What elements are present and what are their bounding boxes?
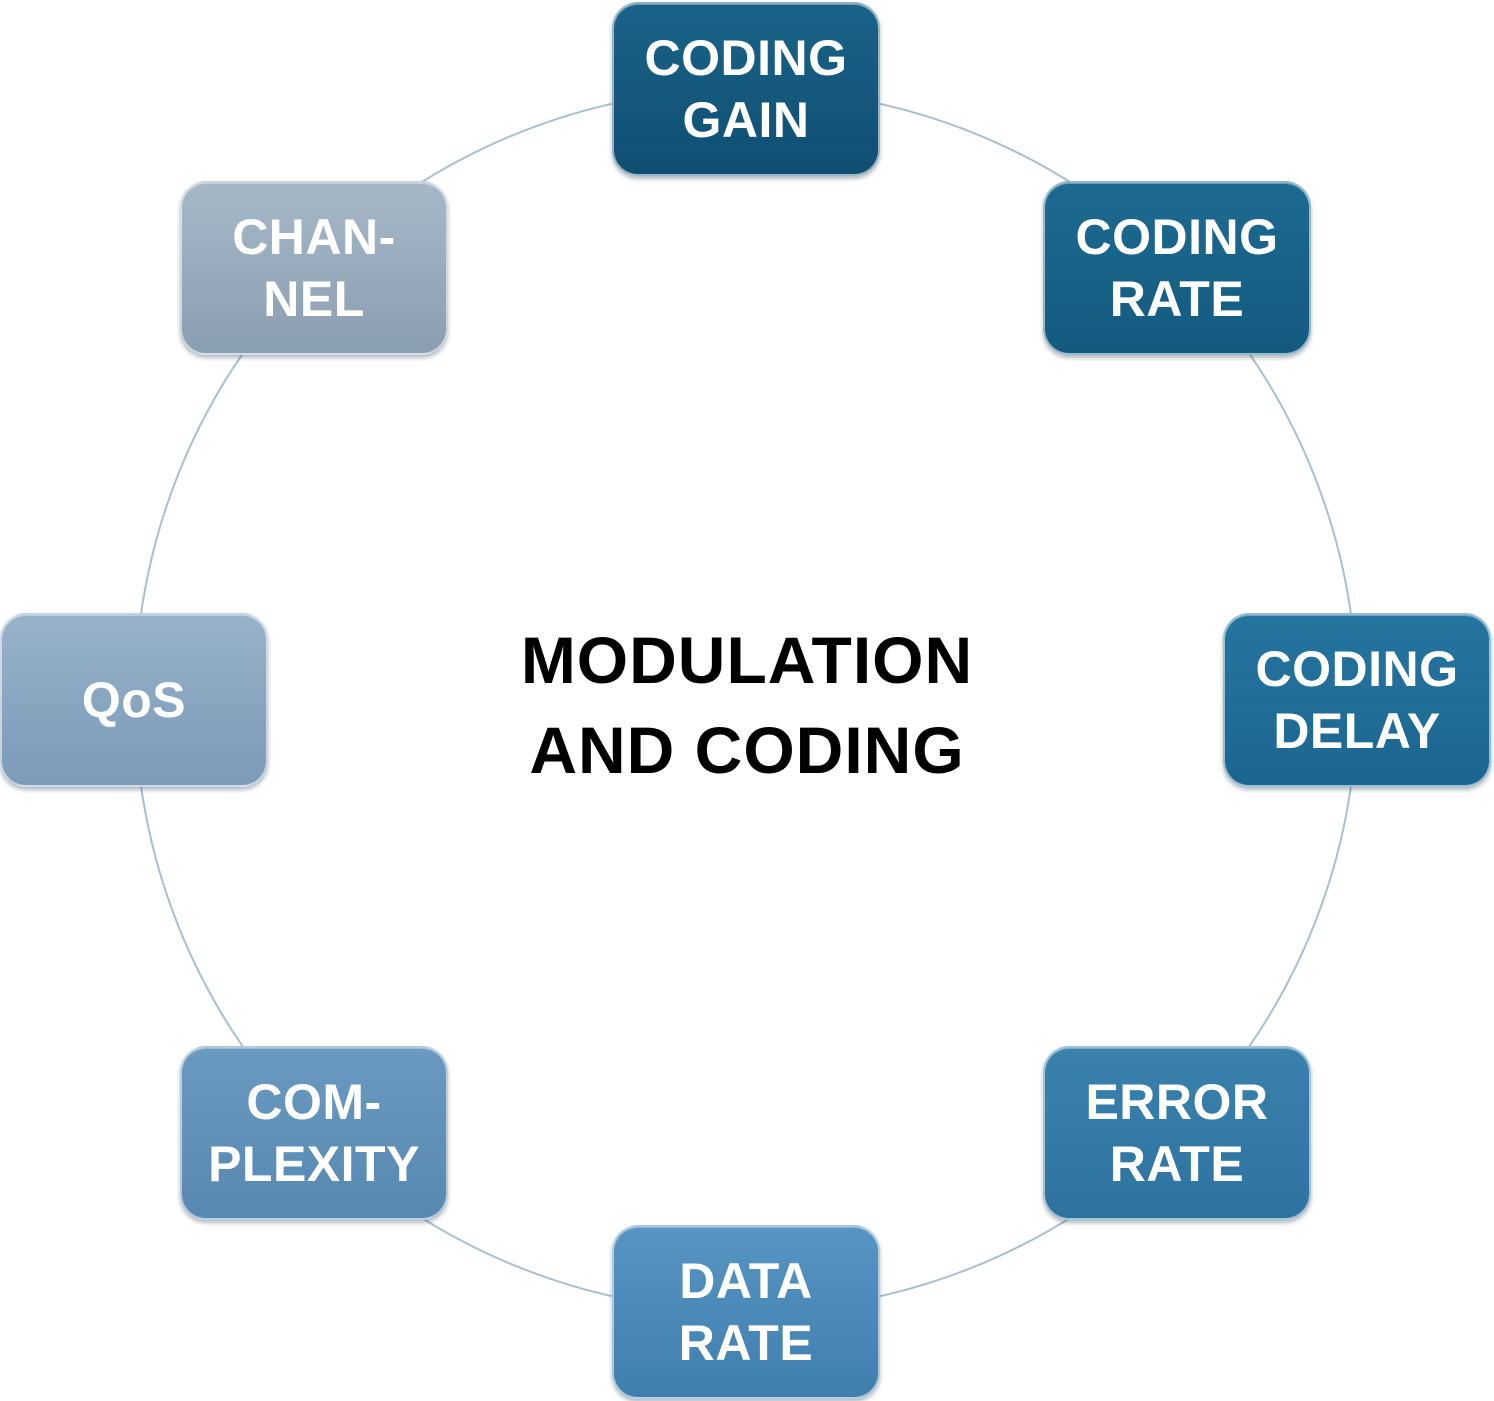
center-title-line-1: MODULATION [520, 623, 974, 697]
node-qos[interactable]: QoS [0, 613, 268, 787]
node-coding-delay[interactable]: CODING DELAY [1223, 613, 1491, 787]
node-complexity[interactable]: COM- PLEXITY [180, 1046, 448, 1220]
node-channel[interactable]: CHAN- NEL [180, 181, 448, 355]
node-error-rate-line-2: RATE [1109, 1136, 1245, 1192]
node-coding-rate[interactable]: CODING RATE [1043, 181, 1311, 355]
node-qos-label: QoS [81, 672, 187, 728]
node-complexity-line-1: COM- [246, 1074, 382, 1130]
node-data-rate[interactable]: DATA RATE [612, 1225, 880, 1399]
node-data-rate-line-1: DATA [679, 1253, 813, 1309]
center-title-line-2: AND CODING [529, 713, 965, 787]
node-coding-gain-line-2: GAIN [682, 92, 810, 148]
center-title: MODULATION AND CODING [447, 615, 1047, 795]
node-coding-delay-line-2: DELAY [1273, 703, 1441, 759]
node-data-rate-line-2: RATE [678, 1315, 814, 1371]
node-coding-delay-line-1: CODING [1255, 641, 1459, 697]
node-coding-rate-line-1: CODING [1075, 209, 1279, 265]
node-error-rate-line-1: ERROR [1085, 1074, 1269, 1130]
node-error-rate[interactable]: ERROR RATE [1043, 1046, 1311, 1220]
node-complexity-line-2: PLEXITY [208, 1136, 420, 1192]
node-channel-line-2: NEL [263, 271, 365, 327]
node-coding-rate-line-2: RATE [1109, 271, 1245, 327]
node-coding-gain-line-1: CODING [644, 30, 848, 86]
node-channel-line-1: CHAN- [232, 209, 396, 265]
node-coding-gain[interactable]: CODING GAIN [612, 2, 880, 176]
